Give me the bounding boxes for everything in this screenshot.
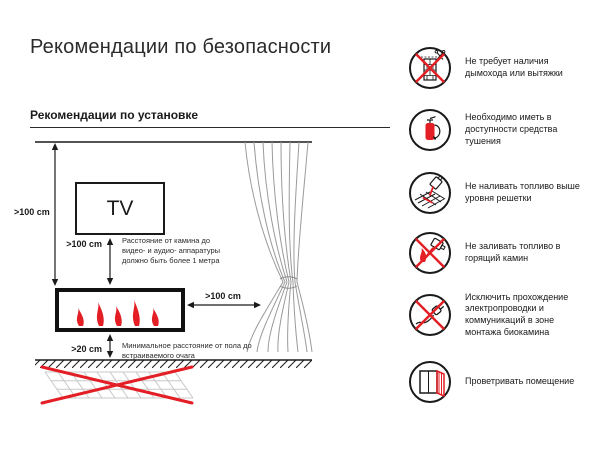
extinguisher-icon — [409, 109, 451, 151]
flames-icon — [76, 300, 159, 326]
page-title: Рекомендации по безопасности — [30, 36, 332, 58]
recommendation-text: Проветривать помещение — [465, 376, 575, 387]
curtain-distance-arrow — [187, 301, 261, 309]
curtain-distance-label: >100 cm — [205, 291, 241, 301]
no-wiring-icon — [409, 294, 451, 336]
rug-cross-icon — [40, 365, 194, 405]
wall-distance-arrow — [51, 143, 59, 286]
recommendation-text: Не требует наличия дымохода или вытяжки — [465, 56, 563, 78]
tv-box: TV — [75, 182, 165, 235]
rug — [44, 371, 194, 399]
floor-hatch — [35, 360, 312, 368]
recommendation-text: Не наливать топливо выше уровня решетки — [465, 181, 580, 203]
no-chimney-icon — [409, 47, 451, 89]
fireplace — [55, 288, 185, 332]
no-fuel-above-grate-icon — [409, 172, 451, 214]
curtain — [244, 141, 313, 353]
no-fuel-burning-icon — [409, 232, 451, 274]
wall-distance-label: >100 cm — [14, 207, 50, 217]
floor-distance-arrow — [106, 334, 114, 358]
floor-line — [35, 359, 312, 368]
recommendation-no-wiring: Исключить прохождение электропроводки и … — [408, 291, 589, 337]
recommendation-no-chimney: Не требует наличия дымохода или вытяжки — [408, 46, 589, 90]
floor-distance-label: >20 cm — [71, 344, 102, 354]
recommendation-text: Необходимо иметь в доступности средства … — [465, 112, 558, 146]
tv-distance-arrow — [106, 238, 114, 285]
tv-distance-note: Расстояние от камина до видео- и аудио- … — [122, 236, 221, 266]
recommendation-no-fuel-above-grate: Не наливать топливо выше уровня решетки — [408, 171, 589, 215]
ventilate-icon — [409, 361, 451, 403]
tv-distance-label: >100 cm — [66, 239, 102, 249]
section-divider — [30, 127, 390, 128]
recommendation-extinguisher: Необходимо иметь в доступности средства … — [408, 108, 589, 152]
recommendation-text: Не заливать топливо в горящий камин — [465, 241, 561, 263]
tv-label: TV — [106, 196, 134, 220]
section-title: Рекомендации по установке — [30, 108, 199, 122]
recommendation-no-fuel-burning: Не заливать топливо в горящий камин — [408, 231, 589, 275]
floor-distance-note: Минимальное расстояние от пола до встраи… — [122, 341, 252, 361]
recommendation-ventilate: Проветривать помещение — [408, 360, 589, 404]
recommendation-text: Исключить прохождение электропроводки и … — [465, 291, 569, 337]
